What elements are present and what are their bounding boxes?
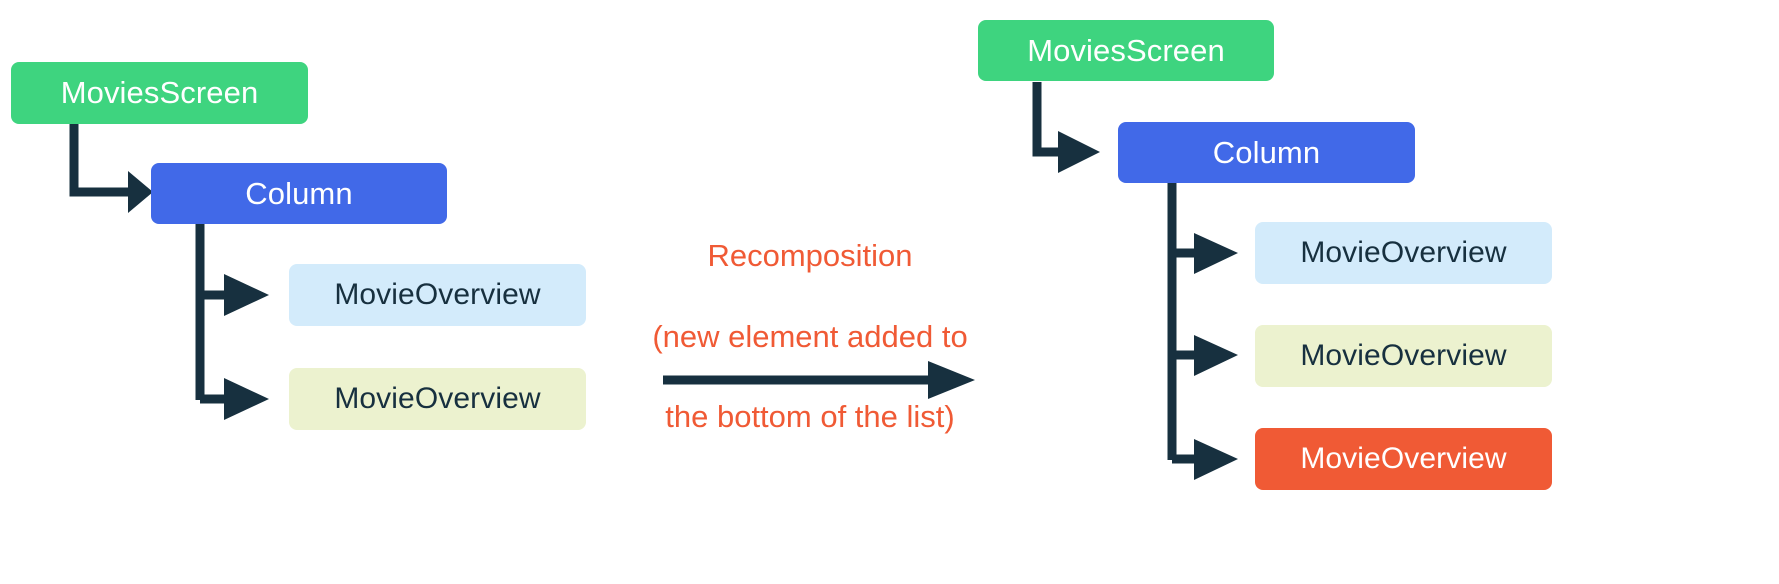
recomposition-caption-line-2: (new element added to bbox=[652, 318, 968, 354]
before-node-moviesscreen[interactable]: MoviesScreen bbox=[11, 62, 308, 124]
after-node-column-label: Column bbox=[1212, 134, 1321, 170]
after-node-movieoverview-2[interactable]: MovieOverview bbox=[1255, 325, 1552, 387]
arrowhead-right-branch-1 bbox=[1194, 233, 1238, 274]
recomposition-caption-line-1: Recomposition bbox=[707, 238, 913, 274]
before-node-column[interactable]: Column bbox=[151, 163, 447, 224]
arrowhead-left-screen-to-column bbox=[128, 171, 153, 213]
after-node-movieoverview-3-new-label: MovieOverview bbox=[1300, 442, 1507, 475]
recomposition-caption-line-3: the bottom of the list) bbox=[665, 399, 955, 435]
transition-arrow-head bbox=[928, 361, 975, 399]
before-node-movieoverview-1[interactable]: MovieOverview bbox=[289, 264, 586, 326]
connector-right-screen-to-column bbox=[1032, 82, 1060, 157]
after-node-movieoverview-1[interactable]: MovieOverview bbox=[1255, 222, 1552, 284]
before-node-movieoverview-2-label: MovieOverview bbox=[334, 382, 541, 415]
recomposition-caption: Recomposition (new element added to the … bbox=[620, 196, 1000, 478]
before-node-moviesscreen-label: MoviesScreen bbox=[60, 75, 259, 110]
before-node-movieoverview-1-label: MovieOverview bbox=[334, 278, 541, 311]
before-node-column-label: Column bbox=[245, 175, 353, 211]
arrowhead-right-screen-to-column bbox=[1058, 131, 1100, 173]
after-node-moviesscreen[interactable]: MoviesScreen bbox=[978, 20, 1274, 81]
arrowhead-left-branch-2 bbox=[224, 378, 269, 420]
after-node-movieoverview-2-label: MovieOverview bbox=[1300, 339, 1507, 372]
arrowhead-right-branch-3 bbox=[1194, 439, 1238, 480]
after-node-moviesscreen-label: MoviesScreen bbox=[1027, 32, 1225, 68]
after-node-movieoverview-3-new[interactable]: MovieOverview bbox=[1255, 428, 1552, 490]
connector-left-screen-to-column bbox=[69, 124, 130, 197]
arrowhead-right-branch-2 bbox=[1194, 335, 1238, 376]
after-node-column[interactable]: Column bbox=[1118, 122, 1415, 183]
after-node-movieoverview-1-label: MovieOverview bbox=[1300, 236, 1507, 269]
before-node-movieoverview-2[interactable]: MovieOverview bbox=[289, 368, 586, 430]
arrowhead-left-branch-1 bbox=[224, 274, 269, 316]
